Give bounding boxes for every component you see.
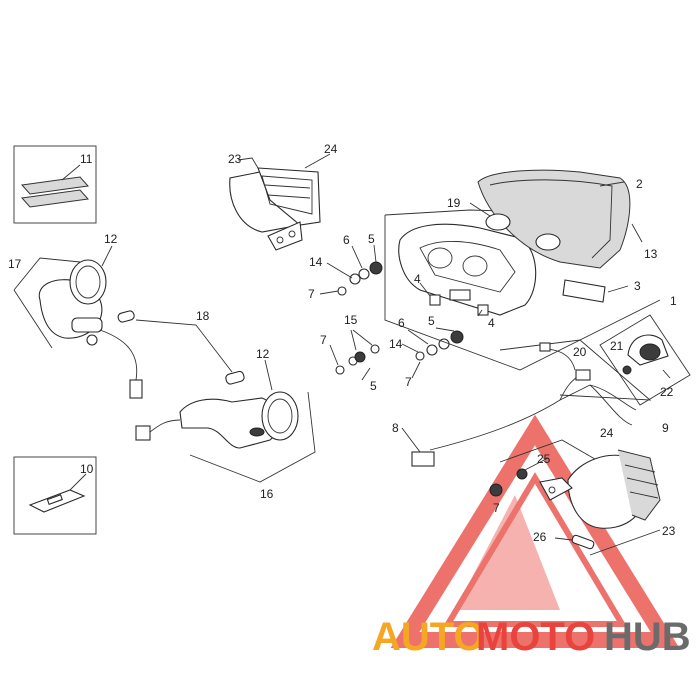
callout-15: 15 bbox=[344, 313, 358, 327]
part-18-bulbs bbox=[117, 310, 245, 385]
callout-11: 11 bbox=[80, 152, 93, 166]
callout-23-bottom: 23 bbox=[662, 524, 676, 538]
part-16-right-turn-signal bbox=[135, 359, 316, 483]
watermark-hub: HUB bbox=[604, 615, 691, 659]
callout-21: 21 bbox=[610, 339, 624, 353]
watermark-brand: AUTO MOTO HUB bbox=[372, 615, 691, 659]
center-hardware-right bbox=[401, 327, 464, 379]
callout-5-mid: 5 bbox=[428, 314, 435, 328]
callout-24-bottom: 24 bbox=[600, 426, 614, 440]
callout-22: 22 bbox=[660, 385, 674, 399]
callout-6-lower: 6 bbox=[398, 316, 405, 330]
watermark-logo-triangle bbox=[390, 414, 680, 648]
callout-16: 16 bbox=[260, 487, 274, 501]
callout-23-top: 23 bbox=[228, 152, 242, 166]
center-hardware-lower bbox=[329, 329, 380, 381]
part-9-license-light bbox=[599, 314, 691, 406]
part-3-reflector bbox=[562, 279, 629, 303]
callout-12-right: 12 bbox=[256, 347, 270, 361]
callout-5-upper: 5 bbox=[368, 232, 375, 246]
callout-24-top: 24 bbox=[324, 142, 338, 156]
part-23-24-bottom-light bbox=[489, 439, 661, 556]
callout-18: 18 bbox=[196, 309, 210, 323]
callout-6-upper: 6 bbox=[343, 233, 350, 247]
callout-3: 3 bbox=[634, 279, 641, 293]
watermark-auto: AUTO bbox=[372, 615, 485, 659]
callout-8: 8 bbox=[392, 421, 399, 435]
part-23-24-top-light bbox=[229, 153, 331, 251]
part-13-screw bbox=[631, 223, 643, 243]
callout-25: 25 bbox=[537, 452, 551, 466]
callout-2: 2 bbox=[636, 177, 643, 191]
callout-7-upper: 7 bbox=[308, 287, 315, 301]
part-17-left-turn-signal bbox=[13, 245, 143, 399]
callout-20: 20 bbox=[573, 345, 587, 359]
callout-10: 10 bbox=[80, 462, 94, 476]
callout-9: 9 bbox=[662, 421, 669, 435]
callout-7-bottom: 7 bbox=[493, 501, 500, 515]
callout-14-upper: 14 bbox=[309, 255, 323, 269]
callout-17: 17 bbox=[8, 257, 22, 271]
callout-12-left: 12 bbox=[104, 232, 118, 246]
callout-1: 1 bbox=[670, 294, 677, 308]
callout-7-left: 7 bbox=[320, 333, 327, 347]
callout-26: 26 bbox=[533, 530, 547, 544]
callout-14-lower: 14 bbox=[389, 337, 403, 351]
watermark-moto: MOTO bbox=[476, 615, 595, 659]
callout-7-mid: 7 bbox=[405, 375, 412, 389]
callout-5-lower: 5 bbox=[370, 379, 377, 393]
part-10-box bbox=[13, 456, 97, 535]
center-hardware-upper bbox=[319, 244, 383, 296]
callout-4-right: 4 bbox=[488, 316, 495, 330]
part-8-wiring-harness bbox=[401, 339, 652, 467]
callout-labels: 11 10 23 24 12 17 18 12 16 14 6 5 7 15 7… bbox=[8, 142, 677, 544]
part-11-box bbox=[13, 145, 97, 224]
part-2-lens bbox=[477, 169, 631, 269]
part-19-bulbs bbox=[469, 202, 561, 251]
callout-13: 13 bbox=[644, 247, 658, 261]
callout-19: 19 bbox=[447, 196, 461, 210]
callout-4-left: 4 bbox=[414, 272, 421, 286]
